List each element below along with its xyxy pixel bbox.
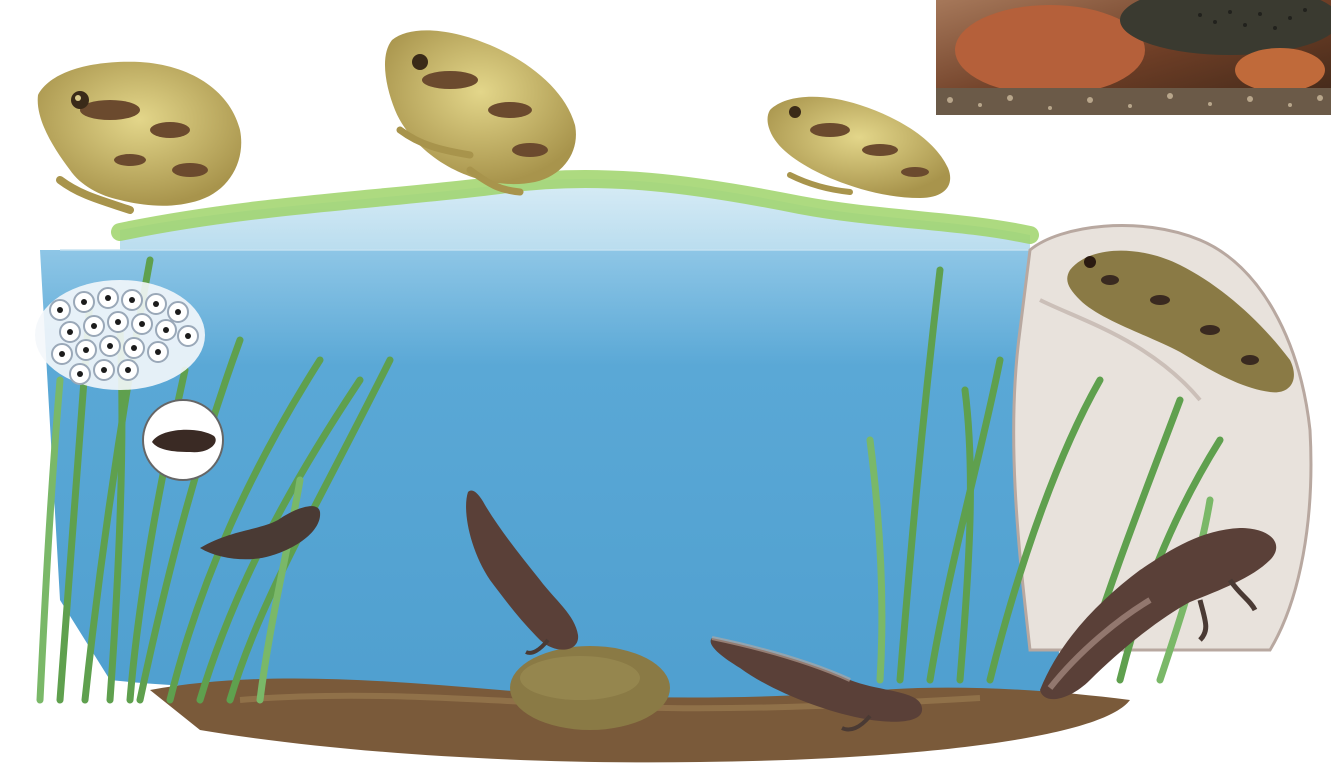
adult-frog-right: [768, 97, 951, 198]
adult-frog-middle: [385, 30, 576, 192]
frog-spawn: [35, 280, 205, 390]
inset-photo: [936, 0, 1331, 115]
hatchling-circle: [143, 400, 223, 480]
adult-frog-left: [38, 62, 242, 210]
